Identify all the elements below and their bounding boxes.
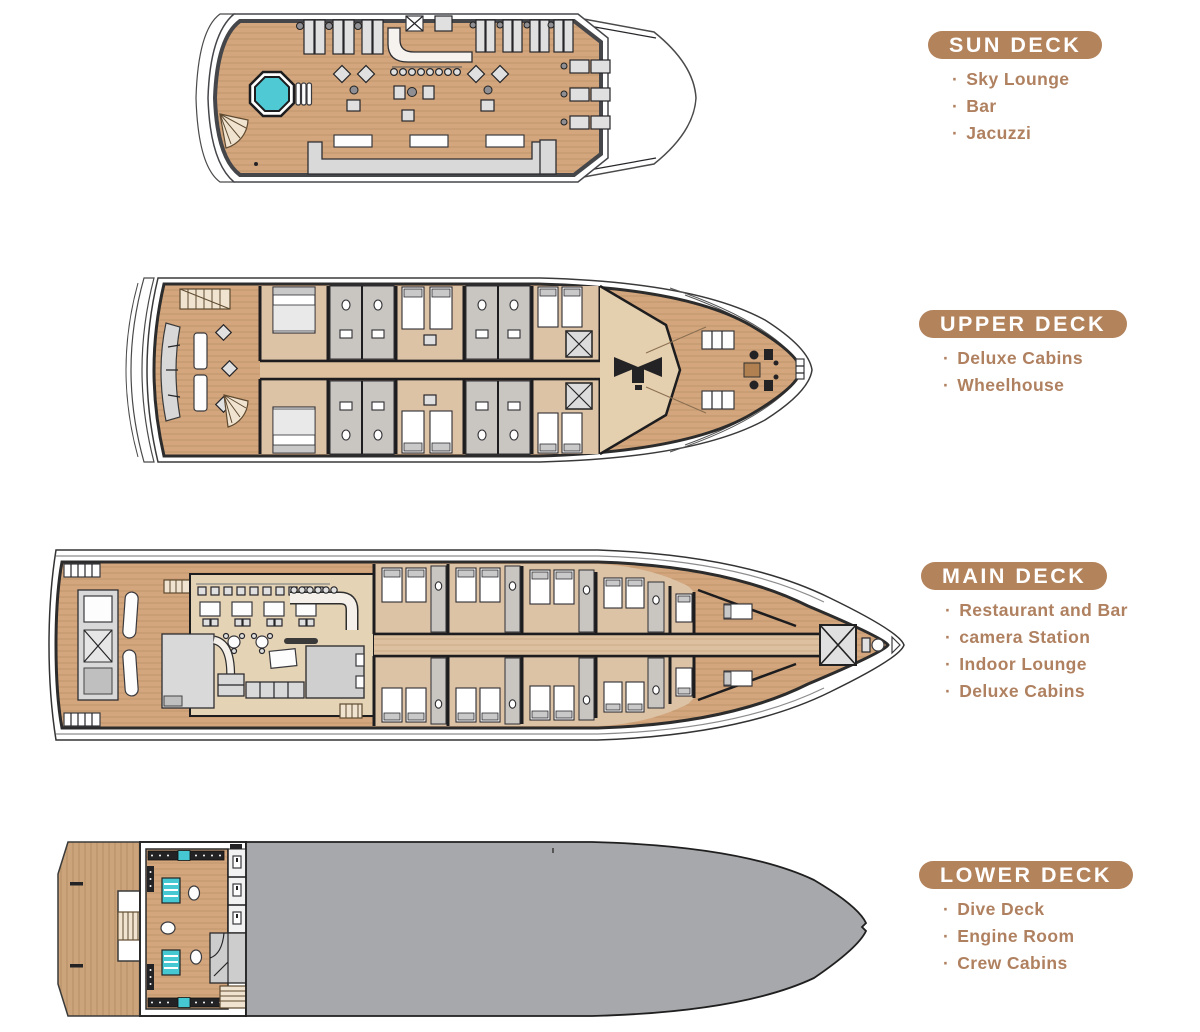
bow-deck [819, 624, 901, 666]
main-deck-badge: MAIN DECK [921, 562, 1108, 590]
upper-deck-features: ·Deluxe Cabins ·Wheelhouse [943, 345, 1127, 399]
feature-item: ·Deluxe Cabins [943, 348, 1084, 368]
lower-deck-features: ·Dive Deck ·Engine Room ·Crew Cabins [943, 896, 1133, 977]
sun-deck-label: SUN DECK ·Sky Lounge ·Bar ·Jacuzzi [928, 31, 1103, 147]
sun-deck-plan [195, 13, 697, 183]
sun-loungers-forward [469, 19, 574, 53]
feature-item: ·Crew Cabins [943, 953, 1068, 973]
feature-item: ·Restaurant and Bar [945, 600, 1128, 620]
aft-lounge [160, 288, 249, 428]
swim-platform [57, 841, 141, 1017]
crew-bathrooms [209, 844, 247, 1009]
dive-deck-room [139, 841, 247, 1017]
sun-loungers-aft [296, 19, 384, 55]
sky-bar [387, 15, 473, 76]
feature-item: ·Wheelhouse [943, 375, 1065, 395]
upper-deck-label: UPPER DECK ·Deluxe Cabins ·Wheelhouse [919, 310, 1127, 399]
lounger-grid-starboard [560, 59, 611, 130]
lounge-seating [332, 64, 510, 122]
upper-deck-plan [125, 277, 813, 463]
dive-station [77, 579, 191, 701]
deluxe-cabins [258, 285, 612, 456]
sun-deck-badge: SUN DECK [928, 31, 1103, 59]
lower-deck-label: LOWER DECK ·Dive Deck ·Engine Room ·Crew… [919, 861, 1133, 977]
engine-room-hull [245, 841, 868, 1017]
restaurant-and-bar [196, 583, 359, 655]
stern-steps [63, 563, 101, 727]
feature-item: ·Dive Deck [943, 899, 1045, 919]
wheelhouse [599, 284, 707, 456]
sun-deck-features: ·Sky Lounge ·Bar ·Jacuzzi [952, 66, 1102, 147]
main-deck-plan [48, 549, 905, 741]
corridor [374, 634, 820, 656]
lower-deck-plan [57, 841, 868, 1017]
feature-item: ·Indoor Lounge [945, 654, 1087, 674]
feature-item: ·Sky Lounge [952, 69, 1070, 89]
feature-item: ·Engine Room [943, 926, 1075, 946]
bow-deck-windlass [701, 330, 805, 410]
aft-bench-seating [254, 134, 557, 175]
corridor [260, 361, 610, 379]
stern-railing [125, 277, 155, 463]
galley-block [161, 633, 236, 709]
feature-item: ·Bar [952, 96, 997, 116]
railing-starboard [56, 687, 825, 735]
lower-deck-badge: LOWER DECK [919, 861, 1133, 889]
feature-item: ·Deluxe Cabins [945, 681, 1086, 701]
helm-console [614, 357, 662, 390]
feature-item: ·camera Station [945, 627, 1091, 647]
indoor-lounge [217, 645, 365, 719]
main-deck-cabins [372, 564, 822, 728]
main-deck-features: ·Restaurant and Bar ·camera Station ·Ind… [945, 597, 1128, 705]
dive-benches [160, 877, 203, 976]
spiral-staircase-icon [219, 113, 249, 149]
feature-item: ·Jacuzzi [952, 123, 1032, 143]
railing-port [56, 555, 825, 603]
upper-deck-badge: UPPER DECK [919, 310, 1127, 338]
jacuzzi [248, 70, 313, 118]
main-deck-label: MAIN DECK ·Restaurant and Bar ·camera St… [921, 562, 1128, 705]
